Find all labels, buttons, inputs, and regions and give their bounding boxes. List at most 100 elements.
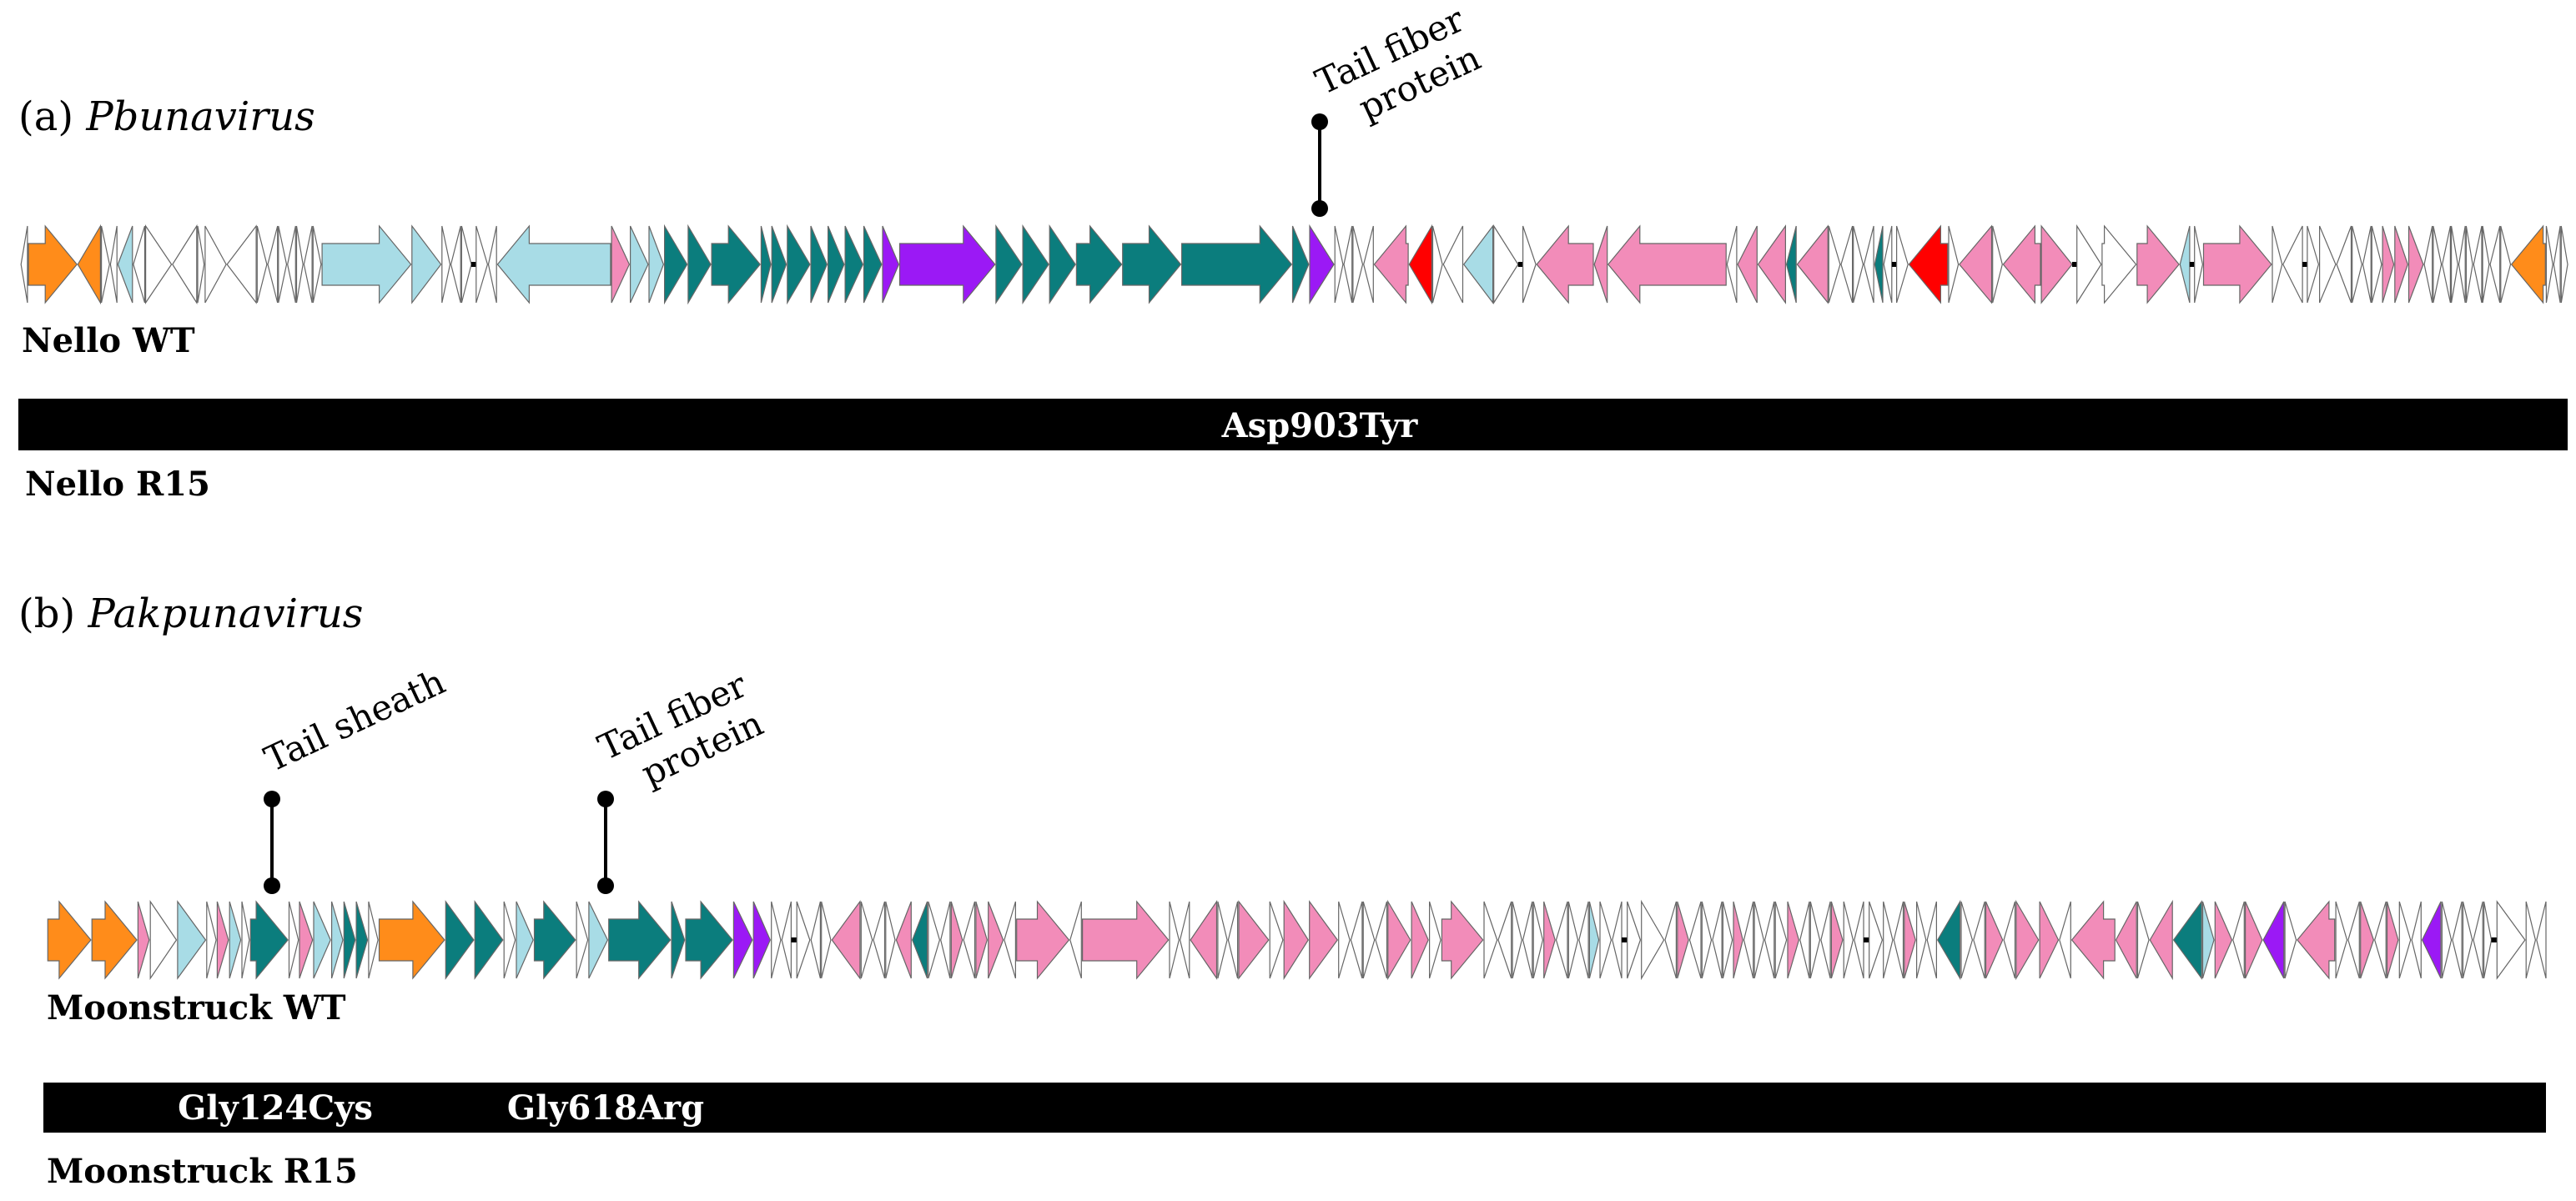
gene-arrow-teal — [760, 225, 772, 304]
gene-arrow-white — [2003, 901, 2016, 979]
gene-arrow-purple — [752, 901, 771, 979]
gene-arrow-teal — [912, 901, 928, 979]
gene-arrow-white — [1431, 225, 1443, 304]
gene-arrow-white — [2194, 225, 2204, 304]
gene-arrow-white — [1809, 901, 1821, 979]
gene-arrow-white — [287, 225, 296, 304]
gene-arrow-white — [1799, 901, 1810, 979]
gene-arrow-pink — [1796, 224, 1829, 304]
gene-arrow-white — [1522, 901, 1533, 979]
gene-arrow-teal — [771, 225, 787, 304]
gene-arrow-white — [1896, 225, 1909, 304]
gene-arrow-pink — [1733, 901, 1743, 979]
callout-marker-bottom — [1311, 200, 1328, 217]
gene-arrow-white — [2483, 901, 2493, 979]
gene-arrow-lightblue — [588, 901, 609, 979]
gene-arrow-teal — [249, 900, 289, 980]
gene-arrow-white — [2352, 225, 2362, 304]
gene-arrow-white — [2398, 901, 2412, 979]
gene-arrow-white — [1004, 901, 1017, 979]
gene-arrow-white — [1227, 901, 1239, 979]
gene-arrow-white — [1483, 901, 1498, 979]
gene-arrow-lightblue — [117, 225, 133, 304]
gene-arrow-white — [821, 901, 832, 979]
mutation-label-asp903tyr: Asp903Tyr — [1221, 406, 1419, 445]
gene-arrow-white — [1069, 901, 1082, 979]
gene-arrow-white — [1753, 901, 1764, 979]
gene-arrow-pink — [2297, 900, 2336, 980]
gene-arrow-white — [1641, 899, 1665, 981]
gene-arrow-orange — [77, 224, 102, 305]
gene-arrow-white — [1350, 901, 1363, 979]
gene-arrow-pink — [2382, 225, 2395, 304]
gene-arrow-white — [1169, 901, 1180, 979]
callout-marker-bottom — [597, 877, 614, 894]
gene-arrow-white — [1567, 901, 1579, 979]
callout-tail-fiber-b: Tail fiber protein — [592, 664, 769, 894]
gene-arrow-white — [226, 224, 257, 304]
gene-arrow-white — [1840, 225, 1854, 304]
gene-arrow-white — [1343, 225, 1353, 304]
gene-arrow-white — [100, 225, 110, 304]
gene-arrow-teal — [711, 224, 761, 304]
gene-arrow-white — [1493, 224, 1519, 305]
gene-arrow-white — [1555, 901, 1568, 979]
panel-b-genus: Pakpunavirus — [87, 590, 363, 637]
gene-arrow-white — [1375, 901, 1388, 979]
panel-b-prefix: (b) — [18, 590, 88, 637]
gene-arrow-white — [860, 901, 873, 979]
gene-arrow-white — [2496, 900, 2526, 980]
gene-arrow-teal — [445, 900, 475, 980]
panel-a-prefix: (a) — [18, 93, 86, 140]
gene-arrow-white — [145, 224, 173, 304]
gene-arrow-pink — [1283, 899, 1310, 981]
intergenic-gap — [471, 262, 476, 267]
gene-arrow-white — [940, 901, 951, 979]
gene-arrow-white — [2284, 901, 2297, 979]
gene-arrow-white — [1960, 901, 1974, 979]
mutation-bar-a — [18, 399, 2568, 450]
gene-arrow-white — [1497, 901, 1512, 979]
gene-arrow-pink — [137, 901, 150, 979]
gene-arrow-pink — [2394, 225, 2408, 304]
genome-track-moonstruck-wt — [47, 899, 2547, 981]
gene-arrow-teal — [671, 901, 686, 979]
gene-arrow-white — [1774, 901, 1788, 979]
gene-arrow-pink — [216, 901, 229, 979]
gene-arrow-white — [475, 225, 489, 304]
gene-arrow-white — [2347, 901, 2360, 979]
gene-arrow-white — [1883, 901, 1894, 979]
gene-arrow-purple — [882, 225, 900, 304]
callout-sheath-line1: Tail sheath — [259, 661, 451, 780]
gene-arrow-white — [2482, 225, 2490, 304]
gene-arrow-white — [1854, 901, 1864, 979]
gene-arrow-teal — [1291, 225, 1310, 304]
gene-arrow-white — [2442, 225, 2451, 304]
gene-arrow-white — [1612, 901, 1623, 979]
gene-arrow-white — [312, 225, 322, 304]
genome-track-nello-wt — [20, 224, 2568, 305]
gene-arrow-white — [2433, 225, 2443, 304]
gene-arrow-white — [256, 225, 268, 304]
gene-arrow-white — [1428, 901, 1441, 979]
gene-arrow-white — [1869, 901, 1884, 979]
gene-arrow-white — [2458, 225, 2466, 304]
gene-arrow-white — [1338, 901, 1351, 979]
gene-arrow-lightblue — [321, 224, 412, 304]
gene-arrow-pink — [1543, 901, 1556, 979]
gene-arrow-lightblue — [2179, 225, 2191, 304]
intergenic-gap — [2071, 262, 2077, 267]
gene-arrow-orange — [91, 900, 138, 980]
gene-arrow-white — [295, 225, 304, 304]
gene-arrow-white — [2374, 901, 2387, 979]
intergenic-gap — [1621, 937, 1628, 942]
gene-arrow-pink — [950, 901, 963, 979]
gene-arrow-white — [2362, 225, 2372, 304]
gene-arrow-teal — [355, 901, 369, 979]
gene-arrow-pink — [1309, 900, 1339, 980]
gene-arrow-teal — [995, 224, 1023, 304]
intergenic-gap — [1891, 262, 1897, 267]
gene-arrow-white — [2473, 901, 2483, 979]
gene-arrow-white — [1352, 225, 1364, 304]
